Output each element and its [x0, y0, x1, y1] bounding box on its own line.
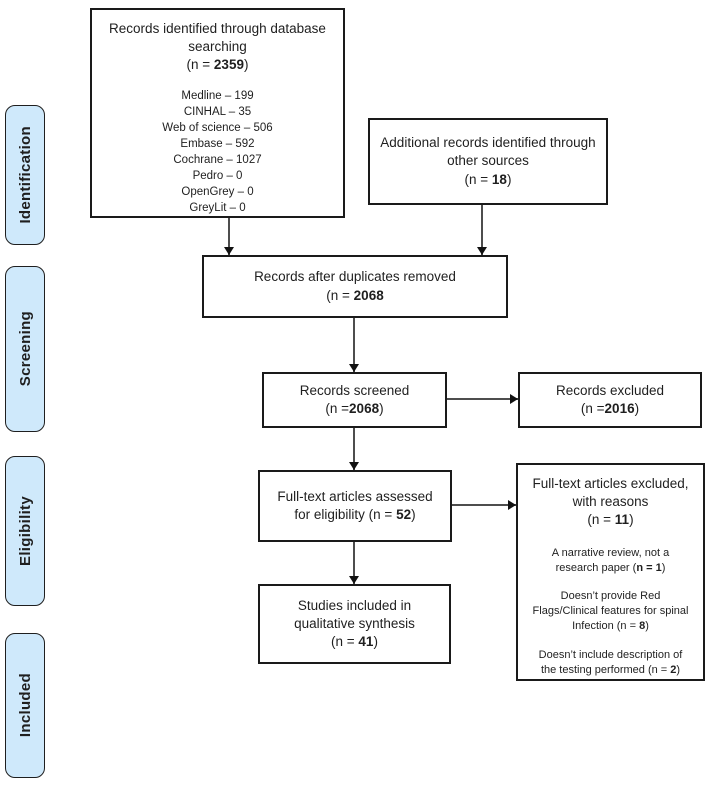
database-source-list: Medline – 199 CINHAL – 35 Web of science… — [102, 88, 333, 217]
box-duplicates-n: (n = 2068 — [326, 287, 384, 303]
stage-eligibility-label: Eligibility — [16, 496, 34, 566]
box-fulltext-excluded-n: (n = 11) — [587, 512, 634, 528]
box-additional-records: Additional records identified through ot… — [368, 118, 608, 205]
stage-eligibility: Eligibility — [5, 456, 45, 606]
stage-included-label: Included — [16, 673, 34, 738]
box-additional-n: (n = 18) — [464, 171, 512, 187]
arrow-database-to-duplicates — [224, 218, 234, 255]
source-item: Web of science – 506 — [162, 121, 273, 134]
source-item: CINHAL – 35 — [183, 105, 252, 118]
arrow-fulltext-to-included — [349, 542, 359, 584]
stage-identification: Identification — [5, 105, 45, 245]
box-records-screened: Records screened (n =2068) — [262, 372, 447, 428]
box-excluded-n: (n =2016) — [580, 401, 640, 416]
stage-included: Included — [5, 633, 45, 778]
box-studies-included: Studies included in qualitative synthesi… — [258, 584, 451, 664]
box-fulltext-assessed: Full-text articles assessed for eligibil… — [258, 470, 452, 542]
source-item: Medline – 199 — [181, 89, 254, 102]
box-fulltext-excluded-title: Full-text articles excluded, with reason… — [532, 476, 689, 528]
box-screened-n: (n =2068) — [325, 401, 384, 416]
arrow-fulltext-to-fulltext-excluded — [452, 500, 516, 510]
source-item: Cochrane – 1027 — [173, 154, 262, 167]
source-item: Pedro – 0 — [192, 170, 243, 183]
box-fulltext-excluded: Full-text articles excluded, with reason… — [516, 463, 705, 681]
exclusion-reason: Doesn’t include description of the testi… — [538, 648, 683, 676]
box-duplicates-removed: Records after duplicates removed (n = 20… — [202, 255, 508, 318]
box-database-title: Records identified through database sear… — [109, 21, 326, 73]
box-database-n: (n = 2359) — [186, 57, 249, 73]
source-item: GreyLit – 0 — [189, 202, 246, 215]
arrow-screened-to-fulltext — [349, 428, 359, 470]
exclusion-reason: A narrative review, not a research paper… — [551, 546, 670, 574]
source-item: OpenGrey – 0 — [181, 186, 254, 199]
stage-screening-label: Screening — [16, 311, 34, 387]
box-included-n: (n = 41) — [331, 634, 378, 650]
stage-identification-label: Identification — [16, 126, 34, 224]
source-item: Embase – 592 — [180, 137, 255, 150]
box-records-excluded: Records excluded (n =2016) — [518, 372, 702, 428]
exclusion-reason: Doesn’t provide Red Flags/Clinical featu… — [532, 590, 689, 633]
exclusion-reason-list: A narrative review, not a research paper… — [528, 546, 693, 678]
arrow-duplicates-to-screened — [349, 318, 359, 372]
stage-screening: Screening — [5, 266, 45, 432]
arrow-additional-to-duplicates — [477, 205, 487, 255]
arrow-screened-to-excluded — [447, 394, 518, 404]
box-database-searching: Records identified through database sear… — [90, 8, 345, 218]
